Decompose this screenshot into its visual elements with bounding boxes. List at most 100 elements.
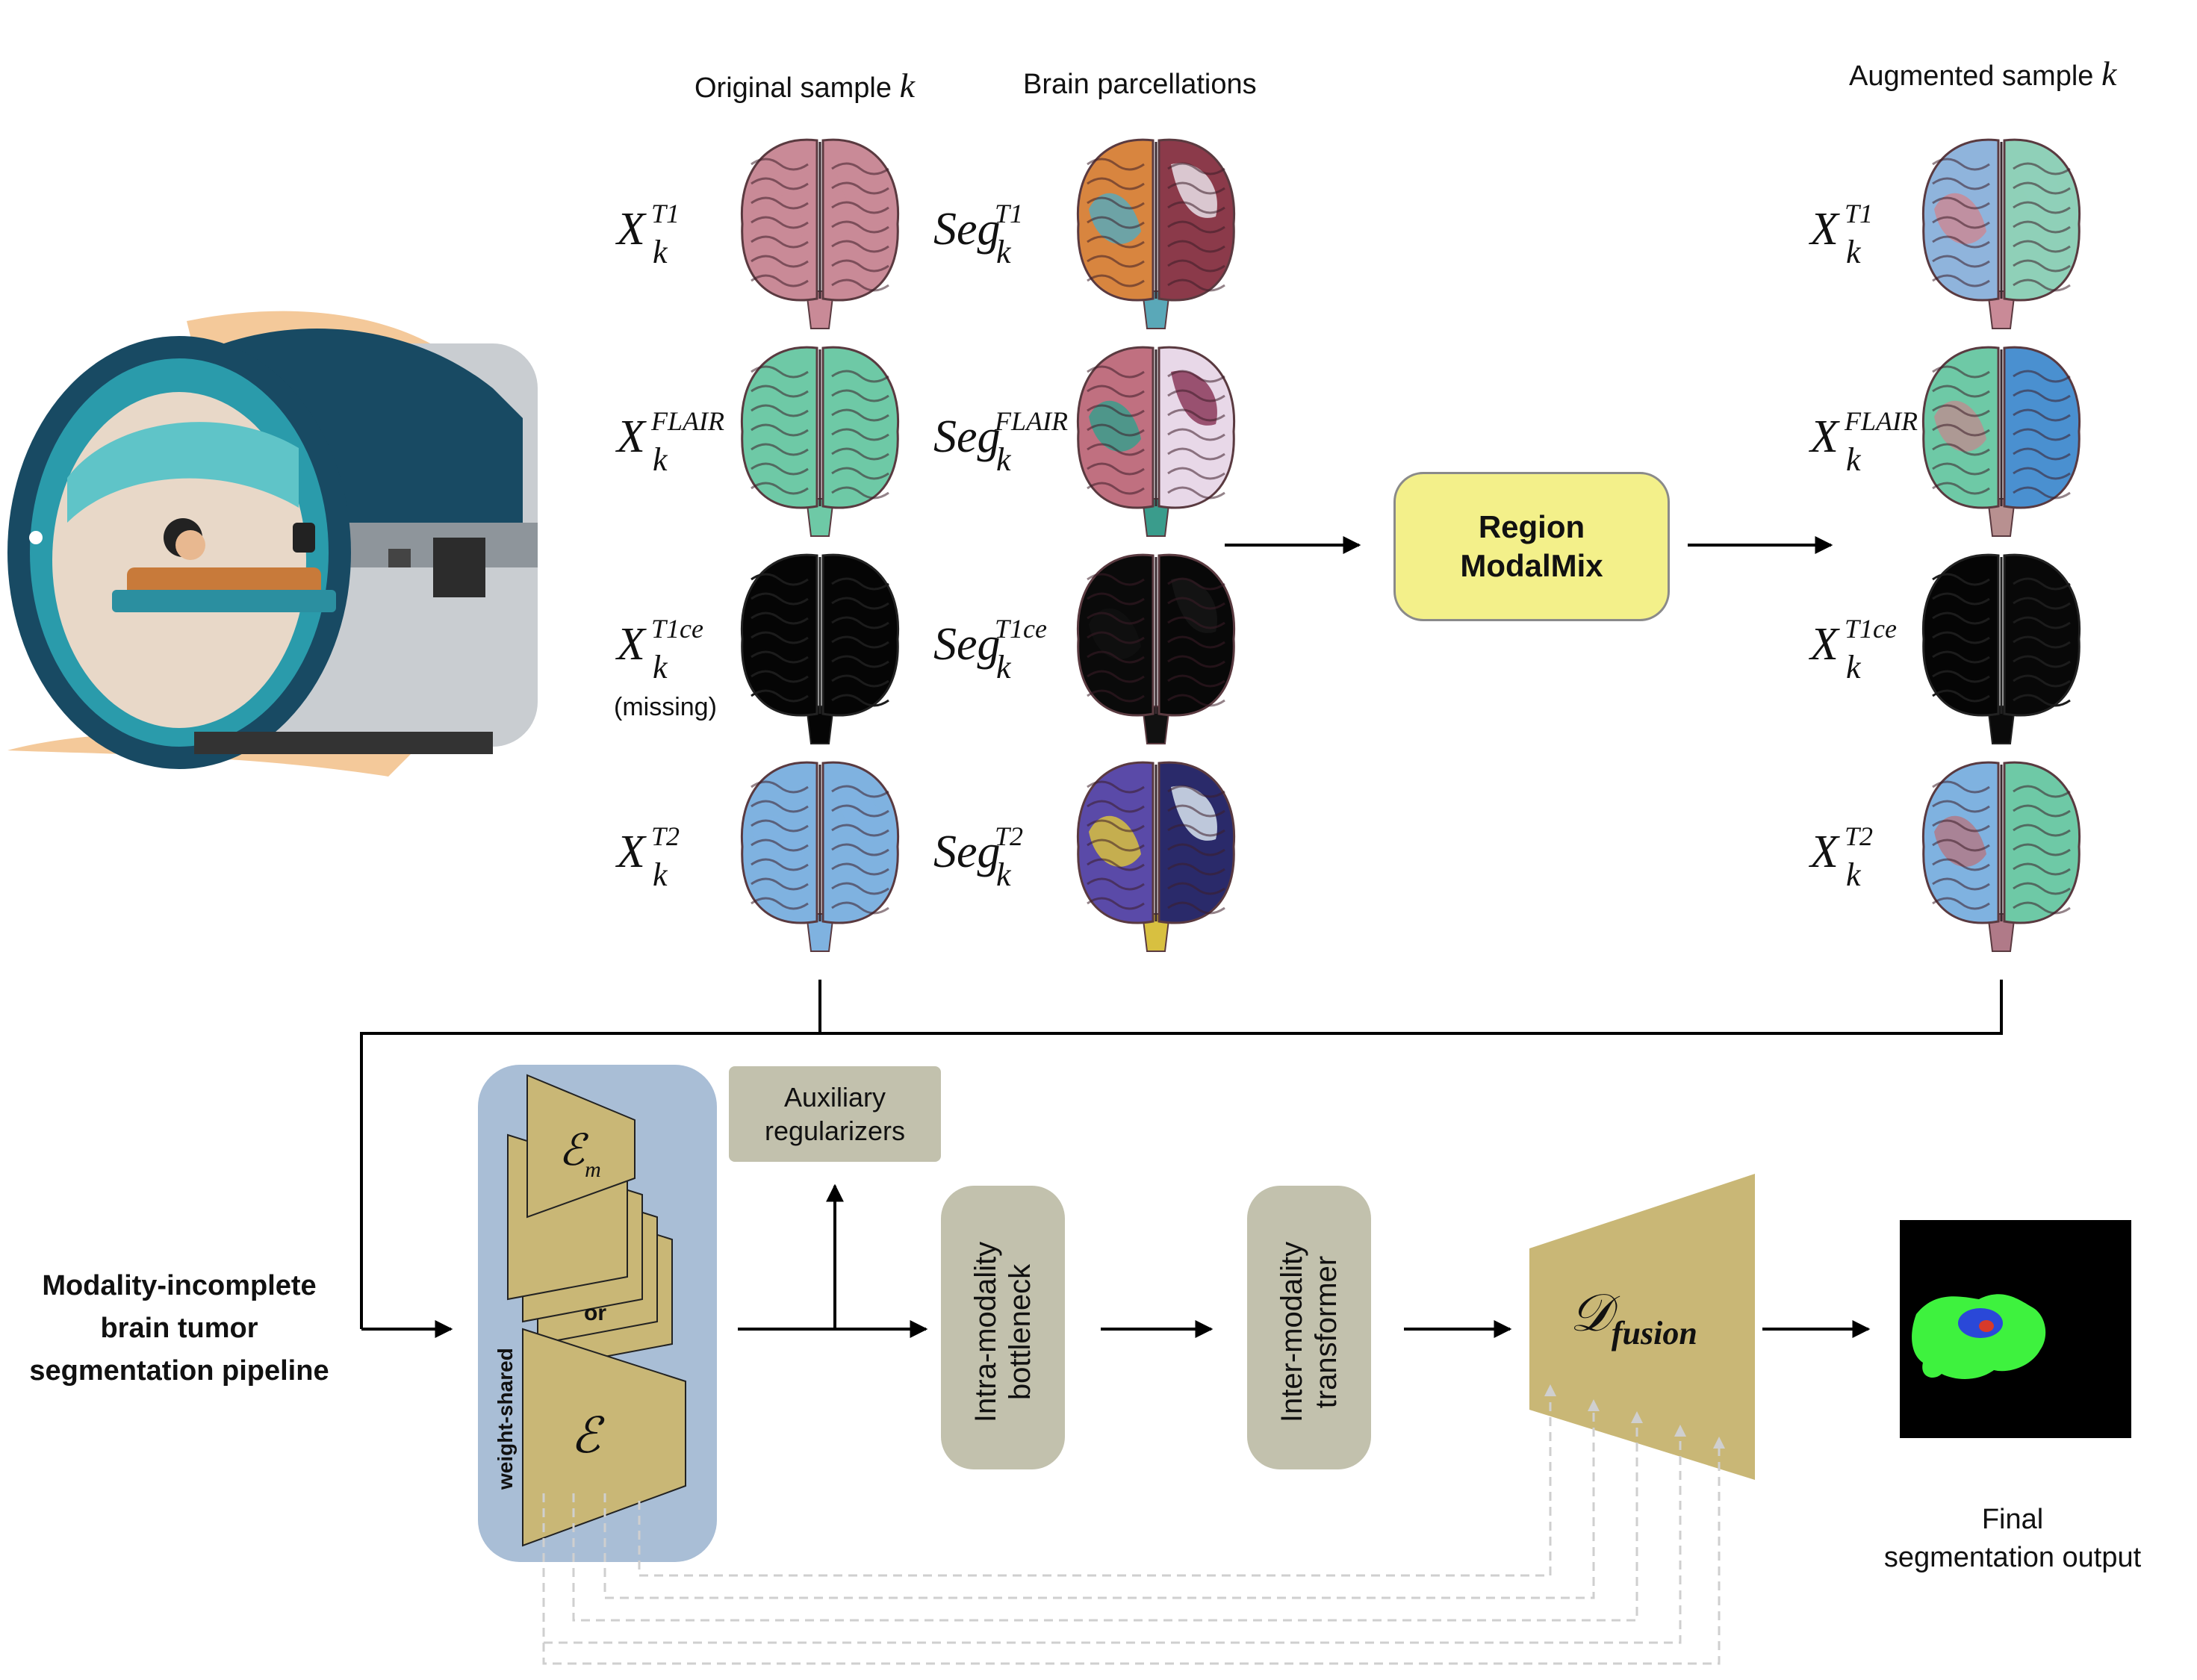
brain-original-t1ce: [740, 553, 900, 744]
k-subscript: k: [653, 441, 668, 478]
symbol-base: X: [1810, 827, 1839, 877]
brain-images: [740, 138, 2081, 952]
em-symbol: ℰ: [559, 1126, 585, 1175]
symbol-base: X: [1810, 204, 1839, 255]
brain-parcellation-t1ce: [1076, 553, 1236, 744]
missing-note: (missing): [614, 693, 717, 721]
original-sample-label: Original sample: [694, 72, 892, 104]
modality-encoder-front: [526, 1074, 636, 1219]
aux-line1: Auxiliary: [783, 1082, 886, 1113]
brain-parcellations-header: Brain parcellations: [1023, 69, 1257, 100]
intra-modality-bottleneck-box: Intra-modality bottleneck: [941, 1186, 1065, 1469]
region-modalmix-box: Region ModalMix: [1393, 472, 1670, 621]
modality-superscript: T1: [995, 199, 1024, 228]
augmented-sample-header: Augmented sample k: [1849, 54, 2116, 93]
modality-encoder-symbol: ℰm: [559, 1124, 601, 1183]
modality-superscript: T1ce: [1845, 614, 1897, 644]
transformer-text: Inter-modality transformer: [1275, 1190, 1343, 1474]
symbol-base: X: [617, 411, 645, 462]
k-symbol: k: [2101, 55, 2117, 93]
output-line2: segmentation output: [1883, 1542, 2142, 1574]
bottleneck-line2: bottleneck: [1004, 1263, 1037, 1401]
k-subscript: k: [996, 649, 1011, 685]
auxiliary-regularizers-box: Auxiliary regularizers: [729, 1066, 941, 1162]
brain-augmented-t1: [1921, 138, 2081, 329]
k-subscript: k: [1846, 234, 1861, 270]
pipeline-label-line3: segmentation pipeline: [29, 1355, 329, 1387]
k-subscript: k: [996, 441, 1011, 478]
brain-augmented-t1ce: [1921, 553, 2081, 744]
skip-connections: [542, 1389, 1721, 1665]
em-subscript: m: [585, 1157, 601, 1182]
brain-parcellation-t2: [1076, 761, 1236, 952]
or-label: or: [584, 1301, 606, 1325]
output-line1: Final: [1981, 1504, 2044, 1535]
modality-superscript: T2: [651, 821, 680, 851]
modality-superscript: FLAIR: [995, 406, 1068, 436]
bottleneck-line1: Intra-modality: [969, 1241, 1002, 1423]
weight-shared-label: weight-shared: [493, 1348, 517, 1490]
skip-arrowheads: [1544, 1384, 1725, 1449]
symbol-base: X: [617, 204, 645, 255]
modality-superscript: T1: [651, 199, 680, 228]
symbol-base: Seg: [933, 204, 1001, 255]
modality-superscript: T1ce: [651, 614, 703, 644]
inter-modality-transformer-box: Inter-modality transformer: [1247, 1186, 1371, 1469]
transformer-line1: Inter-modality: [1275, 1241, 1308, 1423]
final-output-label: Final segmentation output: [1845, 1501, 2181, 1578]
brain-original-t1: [740, 138, 900, 329]
symbol-base: X: [617, 827, 645, 877]
k-subscript: k: [1846, 441, 1861, 478]
brain-original-t2: [740, 761, 900, 952]
symbol-base: X: [617, 619, 645, 670]
pipeline-label-line1: Modality-incomplete: [42, 1270, 317, 1301]
modalmix-line2: ModalMix: [1460, 548, 1603, 583]
k-subscript: k: [1846, 649, 1861, 685]
aux-line2: regularizers: [764, 1116, 906, 1146]
modality-superscript: FLAIR: [1845, 406, 1918, 436]
symbol-base: Seg: [933, 619, 1001, 670]
brain-augmented-t2: [1921, 761, 2081, 952]
brain-augmented-flair: [1921, 346, 2081, 537]
symbol-base: X: [1810, 411, 1839, 462]
modality-superscript: T1: [1845, 199, 1874, 228]
decoder-symbol: 𝒟: [1570, 1285, 1612, 1343]
augmented-sample-label: Augmented sample: [1849, 60, 2094, 92]
bottleneck-text: Intra-modality bottleneck: [969, 1190, 1037, 1474]
transformer-line2: transformer: [1310, 1255, 1343, 1409]
brain-parcellation-flair: [1076, 346, 1236, 537]
fusion-decoder-symbol: 𝒟fusion: [1570, 1284, 1697, 1352]
k-subscript: k: [1846, 856, 1861, 893]
mri-scanner-illustration: [7, 311, 538, 777]
symbol-base: X: [1810, 619, 1839, 670]
modality-superscript: T2: [995, 821, 1024, 851]
symbol-base: Seg: [933, 411, 1001, 462]
k-subscript: k: [653, 856, 668, 893]
pipeline-label-line2: brain tumor: [100, 1313, 258, 1344]
sample-connector-lines: [360, 980, 2003, 1338]
original-sample-header: Original sample k: [694, 66, 915, 105]
modality-superscript: T2: [1845, 821, 1874, 851]
k-subscript: k: [653, 234, 668, 270]
modality-superscript: T1ce: [995, 614, 1047, 644]
shared-encoder-symbol: ℰ: [571, 1409, 600, 1463]
k-subscript: k: [653, 649, 668, 685]
brain-parcellation-t1: [1076, 138, 1236, 329]
k-symbol: k: [899, 66, 915, 105]
shared-encoder-trapezoid: [522, 1328, 686, 1547]
modalmix-line1: Region: [1478, 508, 1585, 544]
pipeline-label: Modality-incomplete brain tumor segmenta…: [0, 1265, 358, 1393]
k-subscript: k: [996, 856, 1011, 893]
decoder-subscript: fusion: [1611, 1315, 1697, 1351]
fusion-decoder-trapezoid: [1529, 1174, 1755, 1480]
modality-superscript: FLAIR: [651, 406, 724, 436]
